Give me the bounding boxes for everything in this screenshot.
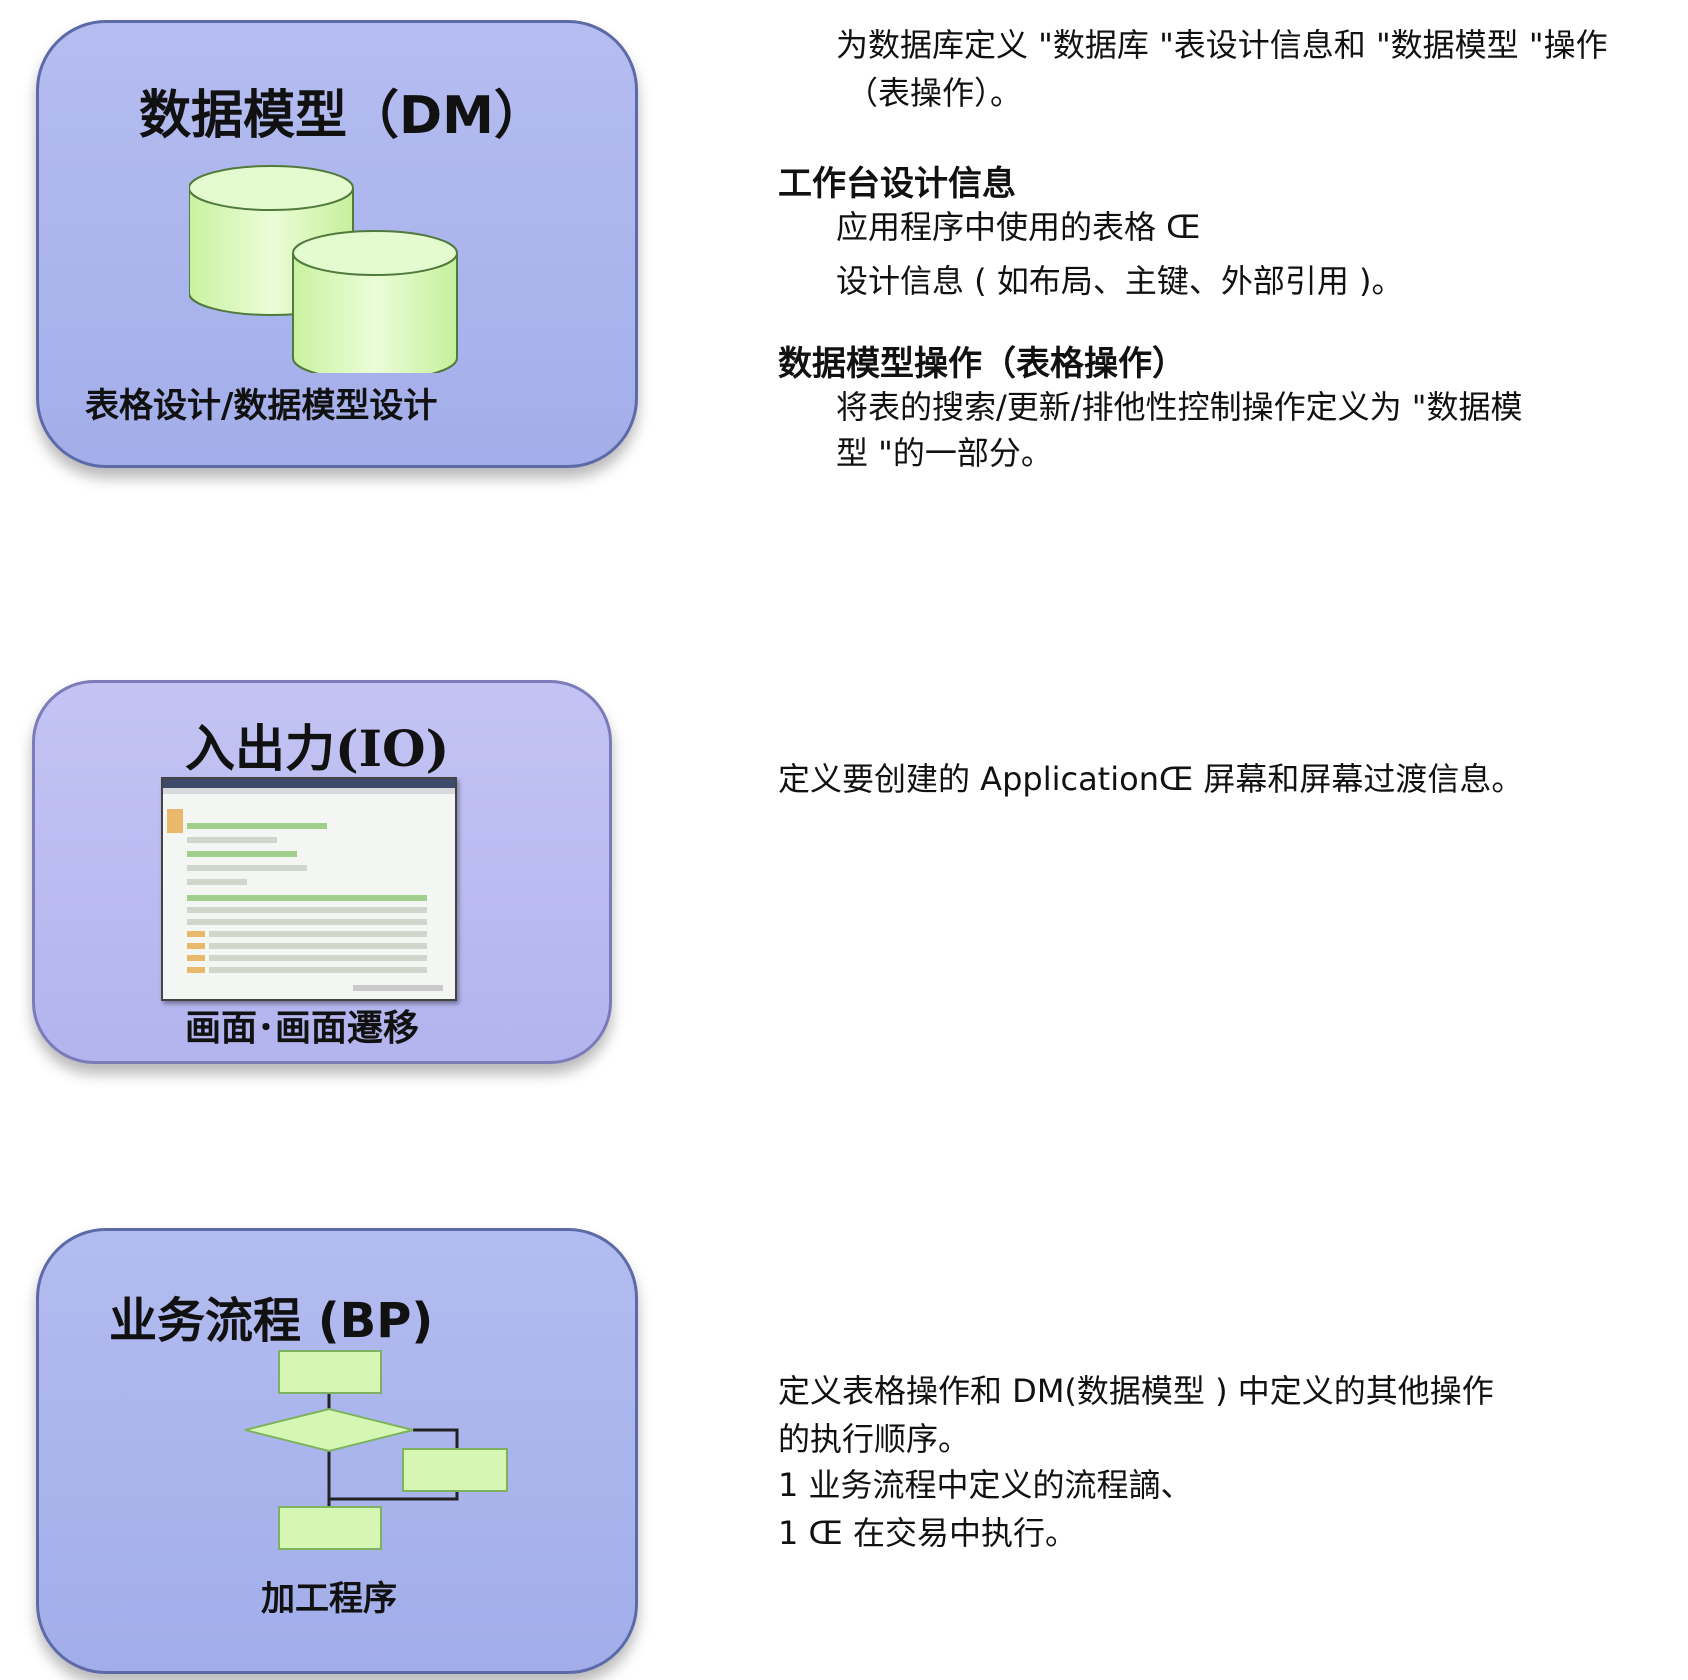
business-process-subtitle: 加工程序 xyxy=(261,1579,397,1619)
dm-section1-heading: 工作台设计信息 xyxy=(778,164,1016,204)
flowchart-icon xyxy=(244,1350,508,1550)
bp-desc-line2: 的执行顺序。 xyxy=(778,1420,971,1458)
io-title: 入出力(IO) xyxy=(185,719,450,778)
dm-section1-line2: 设计信息 ( 如布局、主键、外部引用 )。 xyxy=(836,262,1404,300)
database-cylinders-icon xyxy=(189,165,458,373)
dm-section2-heading: 数据模型操作（表格操作） xyxy=(778,344,1186,384)
bp-desc-line1: 定义表格操作和 DM(数据模型 ) 中定义的其他操作 xyxy=(778,1372,1494,1410)
dm-section2-line2: 型 "的一部分。 xyxy=(836,434,1053,472)
io-card: 入出力(IO) 画面･画面遷移 xyxy=(32,680,612,1064)
data-model-card: 数据模型（DM） 表格设计/数据模型设计 xyxy=(36,20,638,468)
dm-section1-line1: 应用程序中使用的表格 Œ xyxy=(836,208,1201,246)
dm-section2-line1: 将表的搜索/更新/排他性控制操作定义为 "数据模 xyxy=(836,388,1523,426)
dm-intro-line1: 为数据库定义 "数据库 "表设计信息和 "数据模型 "操作 xyxy=(836,26,1608,64)
business-process-title: 业务流程 (BP) xyxy=(109,1293,434,1349)
bp-desc-line4: 1 Œ 在交易中执行。 xyxy=(778,1514,1077,1552)
data-model-subtitle: 表格设计/数据模型设计 xyxy=(85,386,438,426)
io-subtitle: 画面･画面遷移 xyxy=(185,1007,420,1049)
data-model-title: 数据模型（DM） xyxy=(139,86,546,146)
dm-intro-line2: （表操作）。 xyxy=(846,74,1023,112)
bp-desc-line3: 1 业务流程中定义的流程謫、 xyxy=(778,1466,1193,1504)
io-desc-line1: 定义要创建的 ApplicationŒ 屏幕和屏幕过渡信息。 xyxy=(778,760,1524,798)
business-process-card: 业务流程 (BP) 加工程序 xyxy=(36,1228,638,1674)
screen-thumbnail-icon xyxy=(161,777,457,1001)
